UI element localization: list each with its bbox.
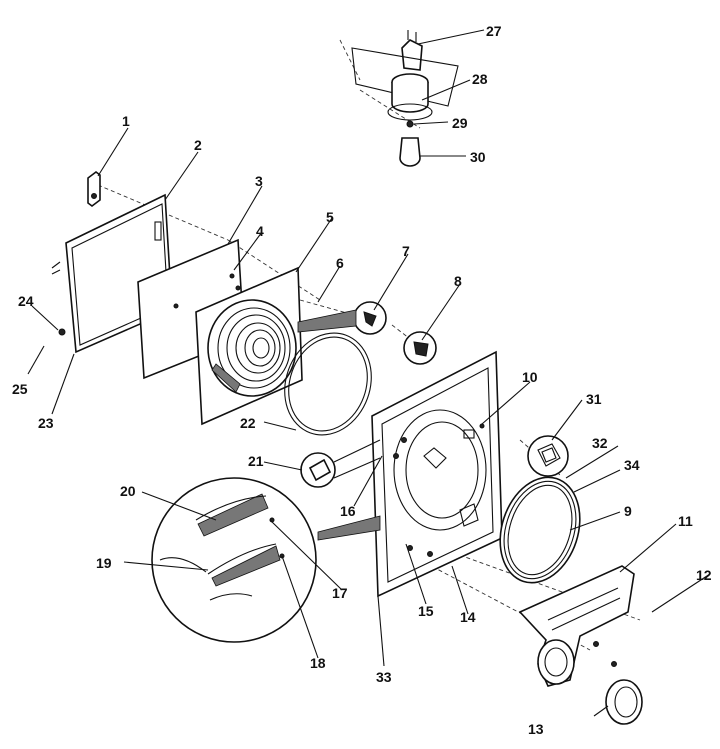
callout-4: 4	[256, 223, 264, 239]
callout-5: 5	[326, 209, 334, 225]
detail-8	[403, 331, 437, 365]
callout-22: 22	[240, 415, 256, 431]
callout-27: 27	[486, 23, 502, 39]
part-21-roller-detail	[300, 439, 381, 488]
callout-11: 11	[678, 513, 693, 529]
callout-34: 34	[624, 457, 640, 473]
part-1-bracket	[87, 171, 101, 207]
callout-12: 12	[696, 567, 712, 583]
callout-33: 33	[376, 669, 392, 685]
part-30-bulb	[399, 120, 421, 167]
part-27-terminal	[351, 30, 459, 107]
callout-1: 1	[122, 113, 130, 129]
part-28-socket	[387, 73, 433, 121]
callout-17: 17	[332, 585, 348, 601]
callout-19: 19	[96, 555, 112, 571]
part-33-main-panel	[371, 350, 503, 598]
callout-8: 8	[454, 273, 462, 289]
callout-28: 28	[472, 71, 488, 87]
part-11-housing	[518, 565, 635, 687]
callout-23: 23	[38, 415, 54, 431]
callout-9: 9	[624, 503, 632, 519]
callout-7: 7	[402, 243, 410, 259]
callout-21: 21	[248, 453, 264, 469]
part-5-fan-plate	[195, 266, 303, 426]
callout-25: 25	[12, 381, 28, 397]
callout-15: 15	[418, 603, 434, 619]
detail-circle-17-20	[151, 477, 381, 643]
callout-32: 32	[592, 435, 608, 451]
part-9-door-ring	[499, 476, 581, 584]
callout-16: 16	[340, 503, 356, 519]
callout-20: 20	[120, 483, 136, 499]
part-22-gasket-ring	[284, 332, 372, 436]
callout-18: 18	[310, 655, 326, 671]
callout-30: 30	[470, 149, 486, 165]
callout-labels: 1 2 3 4 5 6 7 8 9 10 11 12 13 14 15 16 1…	[12, 23, 712, 737]
leader-lines	[27, 29, 711, 717]
callout-13: 13	[528, 721, 544, 737]
detail-7	[297, 301, 387, 335]
callout-10: 10	[522, 369, 538, 385]
callout-31: 31	[586, 391, 602, 407]
part-31-gasket-detail	[527, 435, 569, 477]
part-13-seal-ring	[605, 679, 643, 725]
callout-6: 6	[336, 255, 344, 271]
callout-24: 24	[18, 293, 34, 309]
callout-29: 29	[452, 115, 468, 131]
callout-2: 2	[194, 137, 202, 153]
callout-3: 3	[255, 173, 263, 189]
callout-14: 14	[460, 609, 476, 625]
